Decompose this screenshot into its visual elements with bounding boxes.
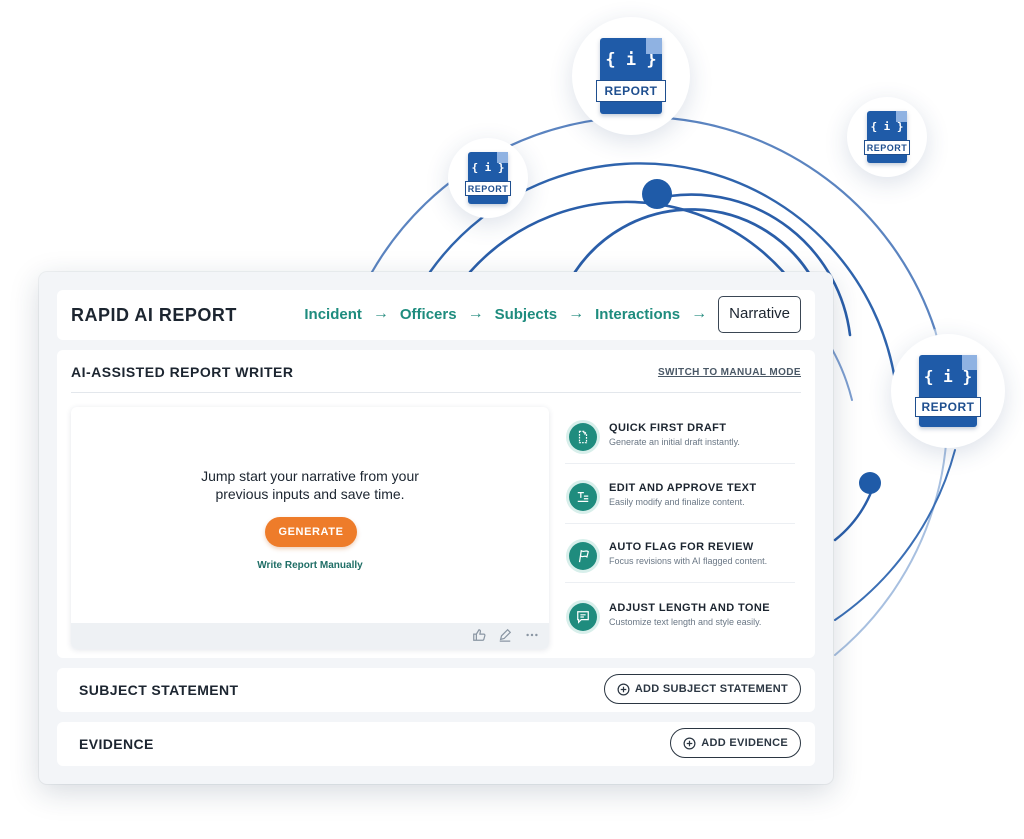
section-title: EVIDENCE [79, 736, 154, 752]
step-navigation: Incident → Officers → Subjects → Interac… [304, 295, 801, 333]
orbit-ring [833, 488, 874, 542]
feature-title: ADJUST LENGTH AND TONE [609, 602, 770, 614]
report-label: REPORT [864, 140, 910, 155]
feature-description: Focus revisions with AI flagged content. [609, 556, 768, 566]
button-label: ADD SUBJECT STATEMENT [634, 683, 788, 695]
evidence-section: EVIDENCE ADD EVIDENCE [57, 722, 815, 766]
report-label: REPORT [596, 80, 666, 102]
feature-auto-flag: AUTO FLAG FOR REVIEW Focus revisions wit… [565, 535, 795, 583]
report-document-icon: { i } REPORT [465, 152, 511, 204]
plus-circle-icon [683, 737, 696, 749]
pencil-icon[interactable] [497, 628, 513, 644]
feature-adjust-tone: ADJUST LENGTH AND TONE Customize text le… [565, 596, 795, 644]
orbit-ring [834, 449, 956, 621]
feature-title: AUTO FLAG FOR REVIEW [609, 541, 754, 553]
orbit-ring [370, 115, 937, 332]
flag-icon [569, 542, 597, 570]
app-header: RAPID AI REPORT Incident → Officers → Su… [57, 290, 815, 340]
thumbs-up-icon[interactable] [471, 628, 487, 644]
feature-quick-draft: QUICK FIRST DRAFT Generate an initial dr… [565, 416, 795, 464]
step-incident[interactable]: Incident [304, 305, 362, 323]
message-icon [569, 603, 597, 631]
add-evidence-button[interactable]: ADD EVIDENCE [670, 728, 801, 758]
step-officers[interactable]: Officers [399, 305, 457, 323]
divider [565, 523, 795, 524]
subject-statement-section: SUBJECT STATEMENT ADD SUBJECT STATEMENT [57, 668, 815, 712]
generate-footer-bar [71, 623, 549, 649]
report-document-icon: { i } REPORT [864, 111, 910, 163]
divider [565, 582, 795, 583]
section-title: SUBJECT STATEMENT [79, 682, 239, 698]
orbit-ring [573, 208, 814, 280]
report-badge-small: { i } REPORT [448, 138, 528, 218]
feature-description: Generate an initial draft instantly. [609, 437, 740, 447]
text-edit-icon [569, 483, 597, 511]
switch-manual-mode-link[interactable]: SWITCH TO MANUAL MODE [657, 367, 801, 378]
info-brace: { i } [605, 50, 657, 70]
report-document-icon: { i } REPORT [915, 355, 981, 427]
plus-circle-icon [617, 683, 630, 695]
feature-title: QUICK FIRST DRAFT [609, 422, 727, 434]
divider [71, 392, 801, 393]
app-title: RAPID AI REPORT [71, 305, 237, 325]
generate-prompt: Jump start your narrative from your prev… [201, 468, 419, 502]
report-label: REPORT [465, 181, 511, 196]
step-interactions[interactable]: Interactions [595, 305, 681, 323]
report-badge-small: { i } REPORT [847, 97, 927, 177]
report-label: REPORT [915, 397, 981, 417]
orbit-dot [859, 472, 881, 494]
button-label: ADD EVIDENCE [701, 737, 788, 749]
report-document-icon: { i } REPORT [596, 38, 666, 114]
step-subjects[interactable]: Subjects [494, 305, 558, 323]
generate-button[interactable]: GENERATE [265, 517, 357, 547]
step-arrow-icon: → [691, 305, 708, 322]
feature-title: EDIT AND APPROVE TEXT [609, 482, 757, 494]
info-brace: { i } [870, 120, 904, 133]
orbit-ring [668, 193, 852, 337]
feature-description: Easily modify and finalize content. [609, 497, 745, 507]
document-icon [569, 423, 597, 451]
orbit-dot [642, 179, 672, 209]
write-manually-link[interactable]: Write Report Manually [257, 560, 363, 571]
feature-edit-approve: EDIT AND APPROVE TEXT Easily modify and … [565, 476, 795, 524]
more-icon[interactable] [524, 628, 540, 644]
step-narrative[interactable]: Narrative [718, 295, 801, 333]
report-badge-large: { i } REPORT [572, 17, 690, 135]
section-title: AI-ASSISTED REPORT WRITER [71, 364, 294, 380]
report-badge-large: { i } REPORT [891, 334, 1005, 448]
step-arrow-icon: → [372, 305, 389, 322]
add-subject-statement-button[interactable]: ADD SUBJECT STATEMENT [603, 674, 801, 704]
report-app-window: RAPID AI REPORT Incident → Officers → Su… [39, 272, 833, 784]
step-arrow-icon: → [467, 305, 484, 322]
divider [565, 463, 795, 464]
step-arrow-icon: → [568, 305, 585, 322]
ai-writer-panel: AI-ASSISTED REPORT WRITER SWITCH TO MANU… [57, 350, 815, 658]
info-brace: { i } [923, 367, 973, 386]
feature-description: Customize text length and style easily. [609, 617, 762, 627]
generate-area: Jump start your narrative from your prev… [71, 407, 549, 649]
info-brace: { i } [471, 161, 505, 174]
